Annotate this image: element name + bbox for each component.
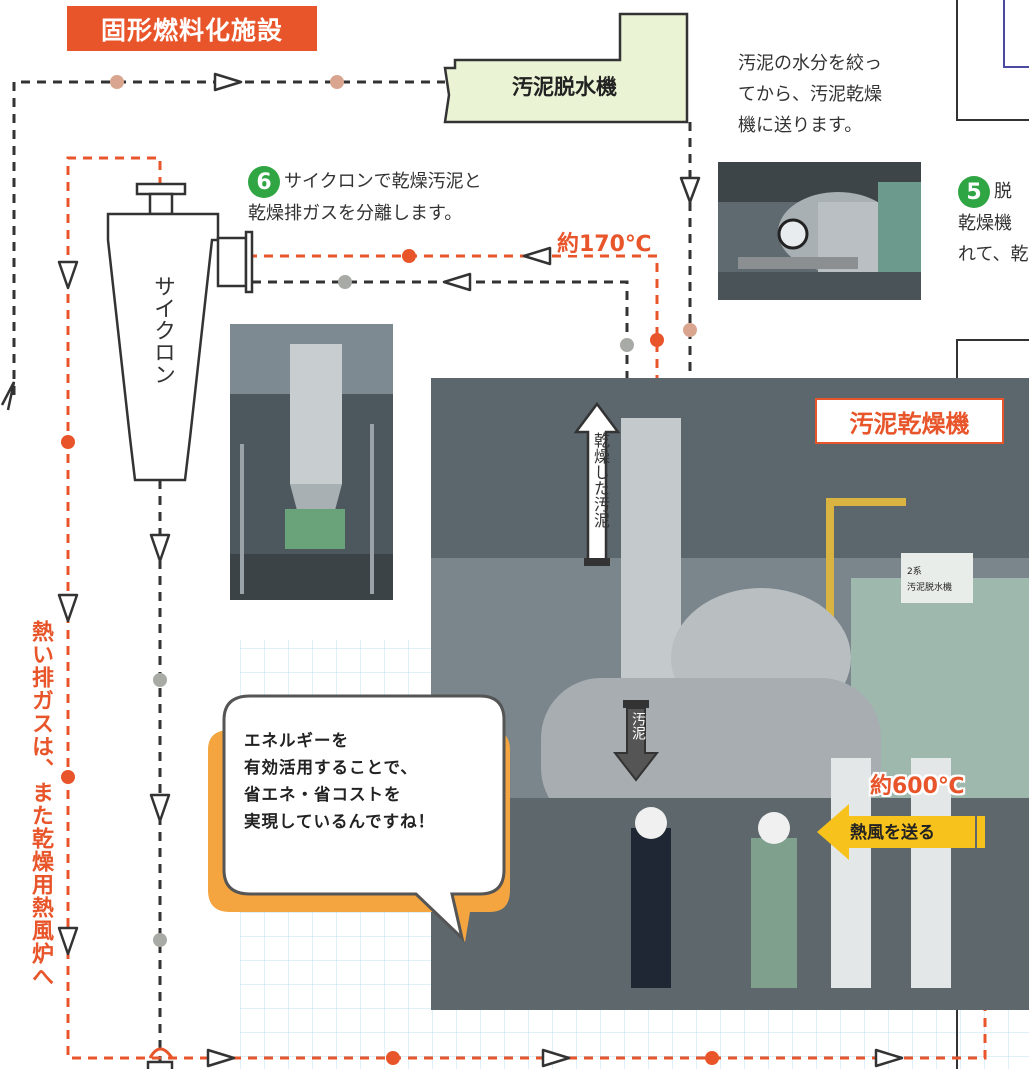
description-line: 汚泥の水分を絞っ [738, 53, 882, 74]
dehydrator-box [443, 12, 689, 124]
arrow-right [541, 1048, 571, 1068]
arrow-right [206, 1048, 236, 1068]
temp-170-label: 約170℃ [557, 232, 652, 257]
pipe-hot-exhaust [66, 156, 987, 1060]
description-line: てから、汚泥乾燥 [738, 84, 882, 105]
hot-air-label: 熱風を送る [850, 823, 935, 843]
arrow-down [679, 176, 701, 204]
dryer-photo: 2系 汚泥脱水機 [431, 378, 1029, 1010]
arrow-right [874, 1048, 904, 1068]
top-right-frame [956, 0, 1029, 121]
sludge-down-arrow [613, 700, 659, 782]
description-line: 機に送ります。 [738, 115, 863, 136]
orange-dots [61, 249, 719, 1065]
photo-sign-text: 2系 [907, 566, 922, 577]
step6-number: 6 [248, 166, 280, 198]
speech-line: 省エネ・省コストを [244, 785, 402, 804]
speech-line: エネルギーを [244, 731, 349, 750]
arrow-down [149, 793, 171, 823]
sludge-label: 汚泥 [630, 712, 646, 740]
arrow-down-left [0, 381, 16, 411]
temp-600-label: 約600℃ [870, 774, 965, 799]
step5-line: れて、乾 [958, 244, 1029, 265]
speech-text: エネルギーを 有効活用することで、 省エネ・省コストを 実現しているんですね！ [244, 727, 504, 835]
facility-title: 固形燃料化施設 [67, 6, 317, 51]
arrow-left [522, 246, 552, 266]
dehydrator-label: 汚泥脱水機 [512, 75, 617, 99]
gray-dots [153, 275, 634, 947]
speech-line: 有効活用することで、 [244, 758, 418, 777]
speech-bubble [208, 694, 510, 943]
hot-air-arrow [817, 804, 985, 860]
dehydrator-description: 汚泥の水分を絞っ てから、汚泥乾燥 機に送ります。 [738, 48, 938, 141]
dryer-label: 汚泥乾燥機 [815, 398, 1004, 444]
speech-line: 実現しているんですね！ [244, 812, 436, 831]
step5-line: 脱 [994, 181, 1012, 202]
dried-sludge-up-arrow [574, 402, 620, 566]
arrow-right [213, 72, 243, 92]
pipe-top-left [12, 80, 445, 395]
dehydrator-photo [718, 162, 921, 300]
step6-line1: サイクロンで乾燥汚泥と [284, 171, 482, 192]
arrow-down [57, 926, 79, 956]
arrow-down [57, 593, 79, 623]
step6-line2: 乾燥排ガスを分離します。 [248, 203, 463, 224]
arrow-down [149, 533, 171, 563]
photo-sign-text: 汚泥脱水機 [907, 581, 952, 593]
arrow-left [442, 272, 472, 292]
step5-line: 乾燥機 [958, 213, 1012, 234]
cyclone [106, 182, 254, 482]
cyclone-photo [230, 324, 393, 600]
dried-sludge-label: 乾燥した汚泥 [591, 432, 610, 528]
cyclone-label: サイクロン [150, 275, 175, 385]
step5-number: 5 [958, 176, 990, 208]
hot-exhaust-label: 熱い排ガスは、また乾燥用熱風炉へ [28, 620, 53, 988]
arrow-down [57, 260, 79, 290]
pipe-dryer-to-cyclone-hot [250, 254, 659, 400]
